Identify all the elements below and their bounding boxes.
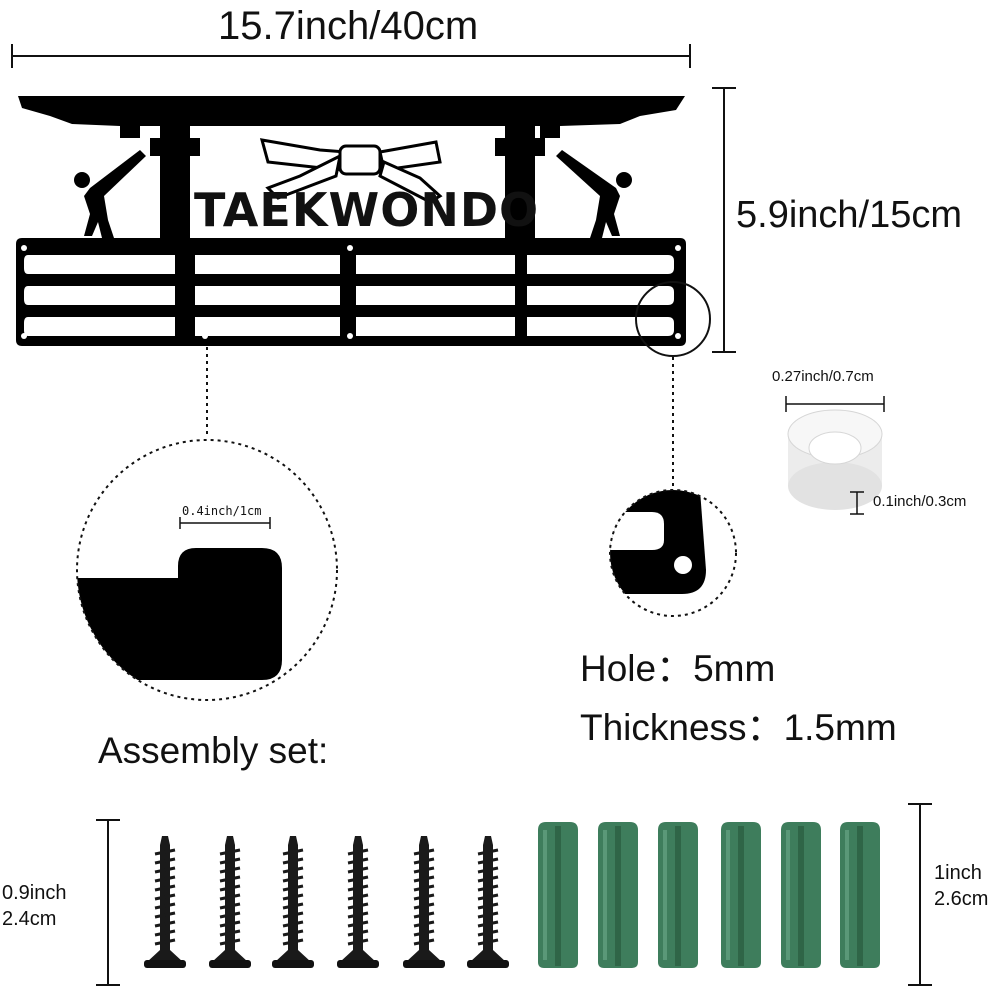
hole-value: 5mm xyxy=(693,648,776,689)
wall-anchor-icon xyxy=(781,822,821,968)
screw-length-cm: 2.4cm xyxy=(2,908,57,930)
right-fighter-silhouette xyxy=(556,150,632,238)
anchor-length-bracket xyxy=(908,803,932,986)
screw-icon xyxy=(144,836,186,968)
belt-icon xyxy=(259,138,443,204)
screw-icon xyxy=(337,836,379,968)
taekwondo-text: TAEKWONDO xyxy=(194,183,540,237)
screw-length-inch: 0.9inch xyxy=(2,882,67,904)
wall-anchor-icon xyxy=(658,822,698,968)
slot-detail-circle xyxy=(76,439,338,701)
screw-length-bracket xyxy=(96,819,120,986)
width-dimension-line xyxy=(11,44,691,68)
medal-hanger xyxy=(16,96,686,346)
slot-width-label: 0.4inch/1cm xyxy=(182,504,262,518)
screws-group xyxy=(144,836,509,968)
wall-anchor-icon xyxy=(721,822,761,968)
hole-label: Hole： xyxy=(580,648,694,689)
screw-length-label: 0.9inch 2.4cm xyxy=(2,880,67,932)
thickness-label: Thickness： xyxy=(580,707,784,748)
wall-anchor-icon xyxy=(840,822,880,968)
anchor-length-inch: 1inch xyxy=(934,862,982,884)
height-dimension-line xyxy=(712,87,736,353)
wall-anchor-icon xyxy=(598,822,638,968)
spacer-washer-icon xyxy=(785,396,885,515)
anchor-length-cm: 2.6cm xyxy=(934,888,989,910)
screw-icon xyxy=(403,836,445,968)
screw-icon xyxy=(209,836,251,968)
anchors-group xyxy=(538,822,880,968)
hole-spec: Hole：5mm xyxy=(580,638,775,692)
left-fighter-silhouette xyxy=(74,150,146,238)
hole-detail-circle xyxy=(609,489,737,617)
height-label: 5.9inch/15cm xyxy=(736,194,963,236)
wall-anchor-icon xyxy=(538,822,578,968)
thickness-spec: Thickness：1.5mm xyxy=(580,697,897,751)
screw-icon xyxy=(272,836,314,968)
screw-icon xyxy=(467,836,509,968)
spacer-diameter-label: 0.27inch/0.7cm xyxy=(772,368,874,385)
spacer-thickness-label: 0.1inch/0.3cm xyxy=(873,493,967,510)
hole-highlight-circle xyxy=(635,281,711,357)
thickness-value: 1.5mm xyxy=(783,707,897,748)
anchor-length-label: 1inch 2.6cm xyxy=(934,860,988,912)
width-label: 15.7inch/40cm xyxy=(218,4,479,48)
assembly-title: Assembly set: xyxy=(98,730,329,771)
